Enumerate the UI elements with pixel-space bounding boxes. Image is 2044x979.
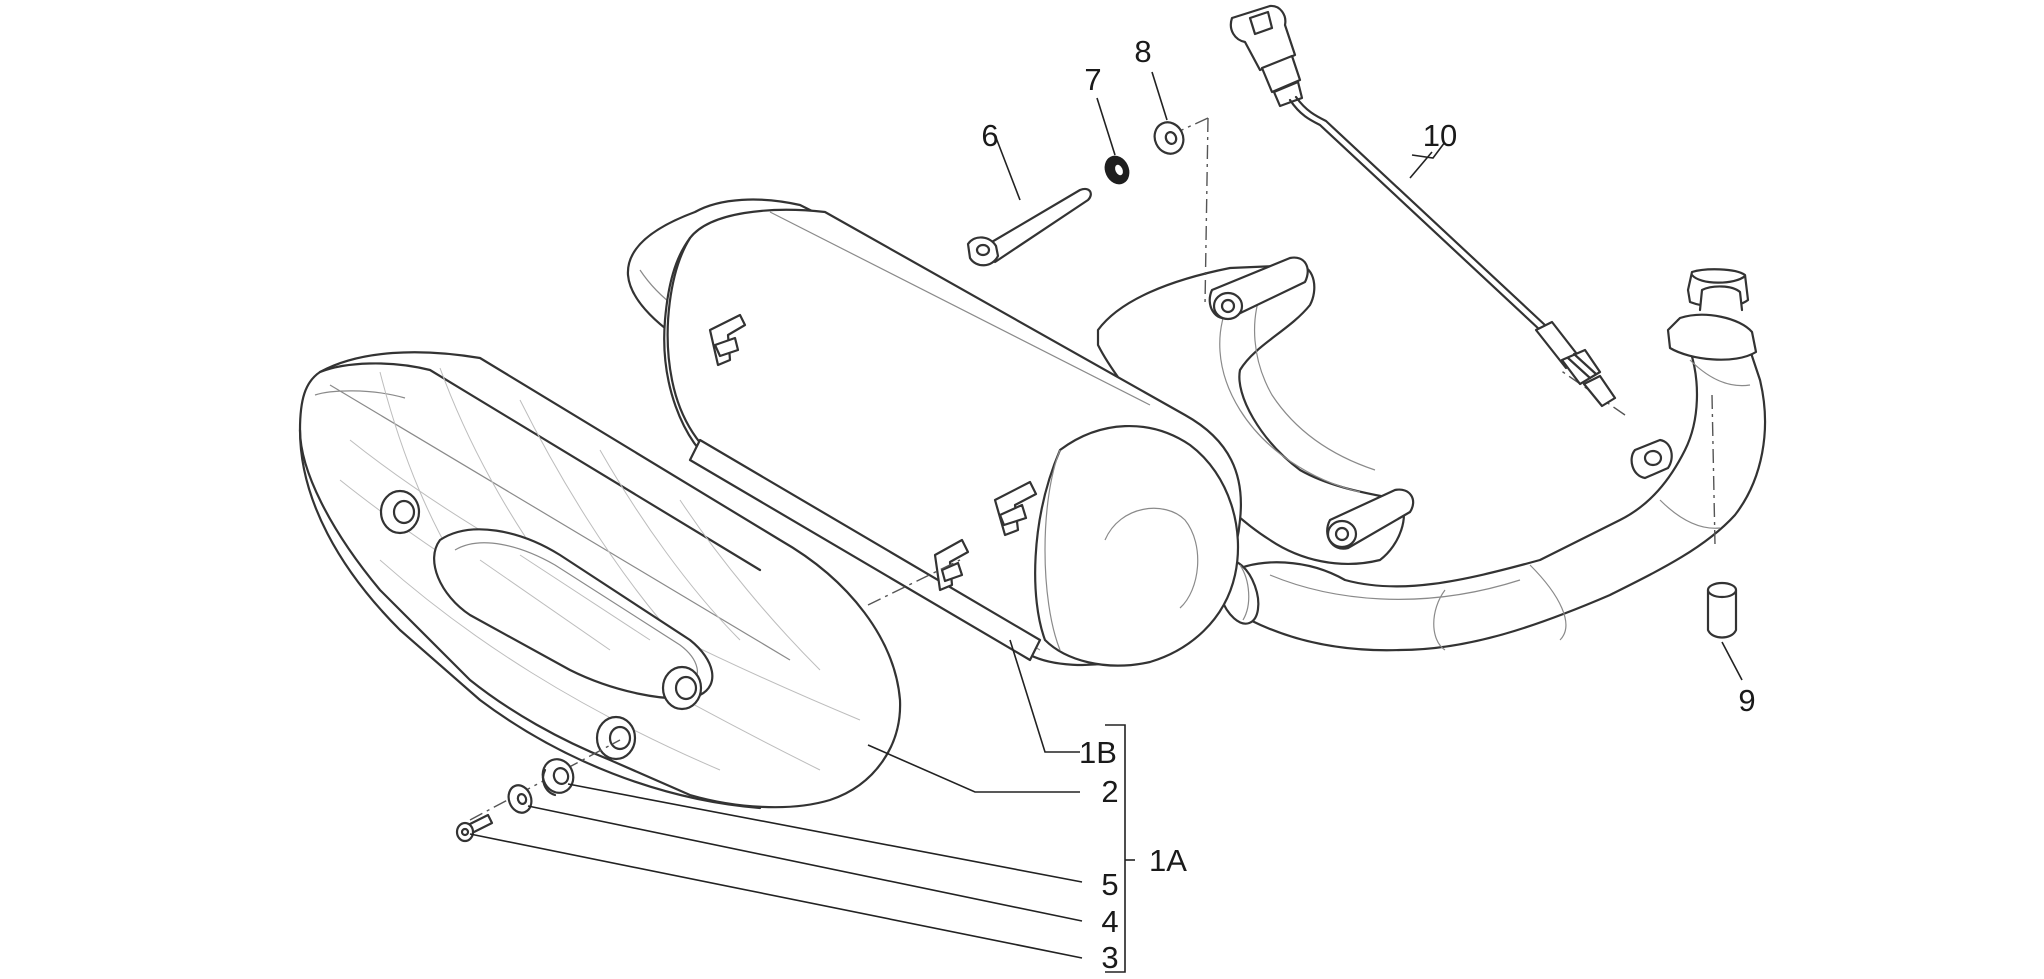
spacer-sleeve-part-9	[1706, 581, 1738, 639]
callout-7: 7	[1084, 62, 1101, 97]
callout-2: 2	[1101, 774, 1118, 809]
callout-5: 5	[1101, 867, 1118, 902]
callout-3: 3	[1101, 940, 1118, 975]
lambda-sensor-part-10	[1229, 4, 1617, 408]
washer-part-4	[507, 784, 533, 814]
leader-lines	[469, 71, 1743, 973]
callout-1B: 1B	[1079, 735, 1117, 770]
bolt-part-6	[966, 187, 1092, 267]
callout-10: 10	[1423, 118, 1457, 153]
spring-washer-part-7	[1104, 155, 1130, 185]
callout-8: 8	[1134, 34, 1151, 69]
callout-4: 4	[1101, 904, 1118, 939]
callout-1A: 1A	[1149, 843, 1187, 878]
exhaust-manifold-pipe	[1216, 268, 1767, 652]
callout-labels: 6 7 8 10 9 1B 2 1A 5 4 3	[981, 34, 1755, 975]
flat-washer-part-8	[1153, 121, 1185, 155]
mounting-bracket	[1096, 256, 1415, 566]
callout-6: 6	[981, 118, 998, 153]
grommet-part-5	[541, 758, 575, 797]
heat-shield-cover	[298, 351, 902, 810]
screw-part-3	[455, 813, 494, 843]
muffler-body	[626, 198, 1242, 667]
callout-9: 9	[1738, 683, 1755, 718]
